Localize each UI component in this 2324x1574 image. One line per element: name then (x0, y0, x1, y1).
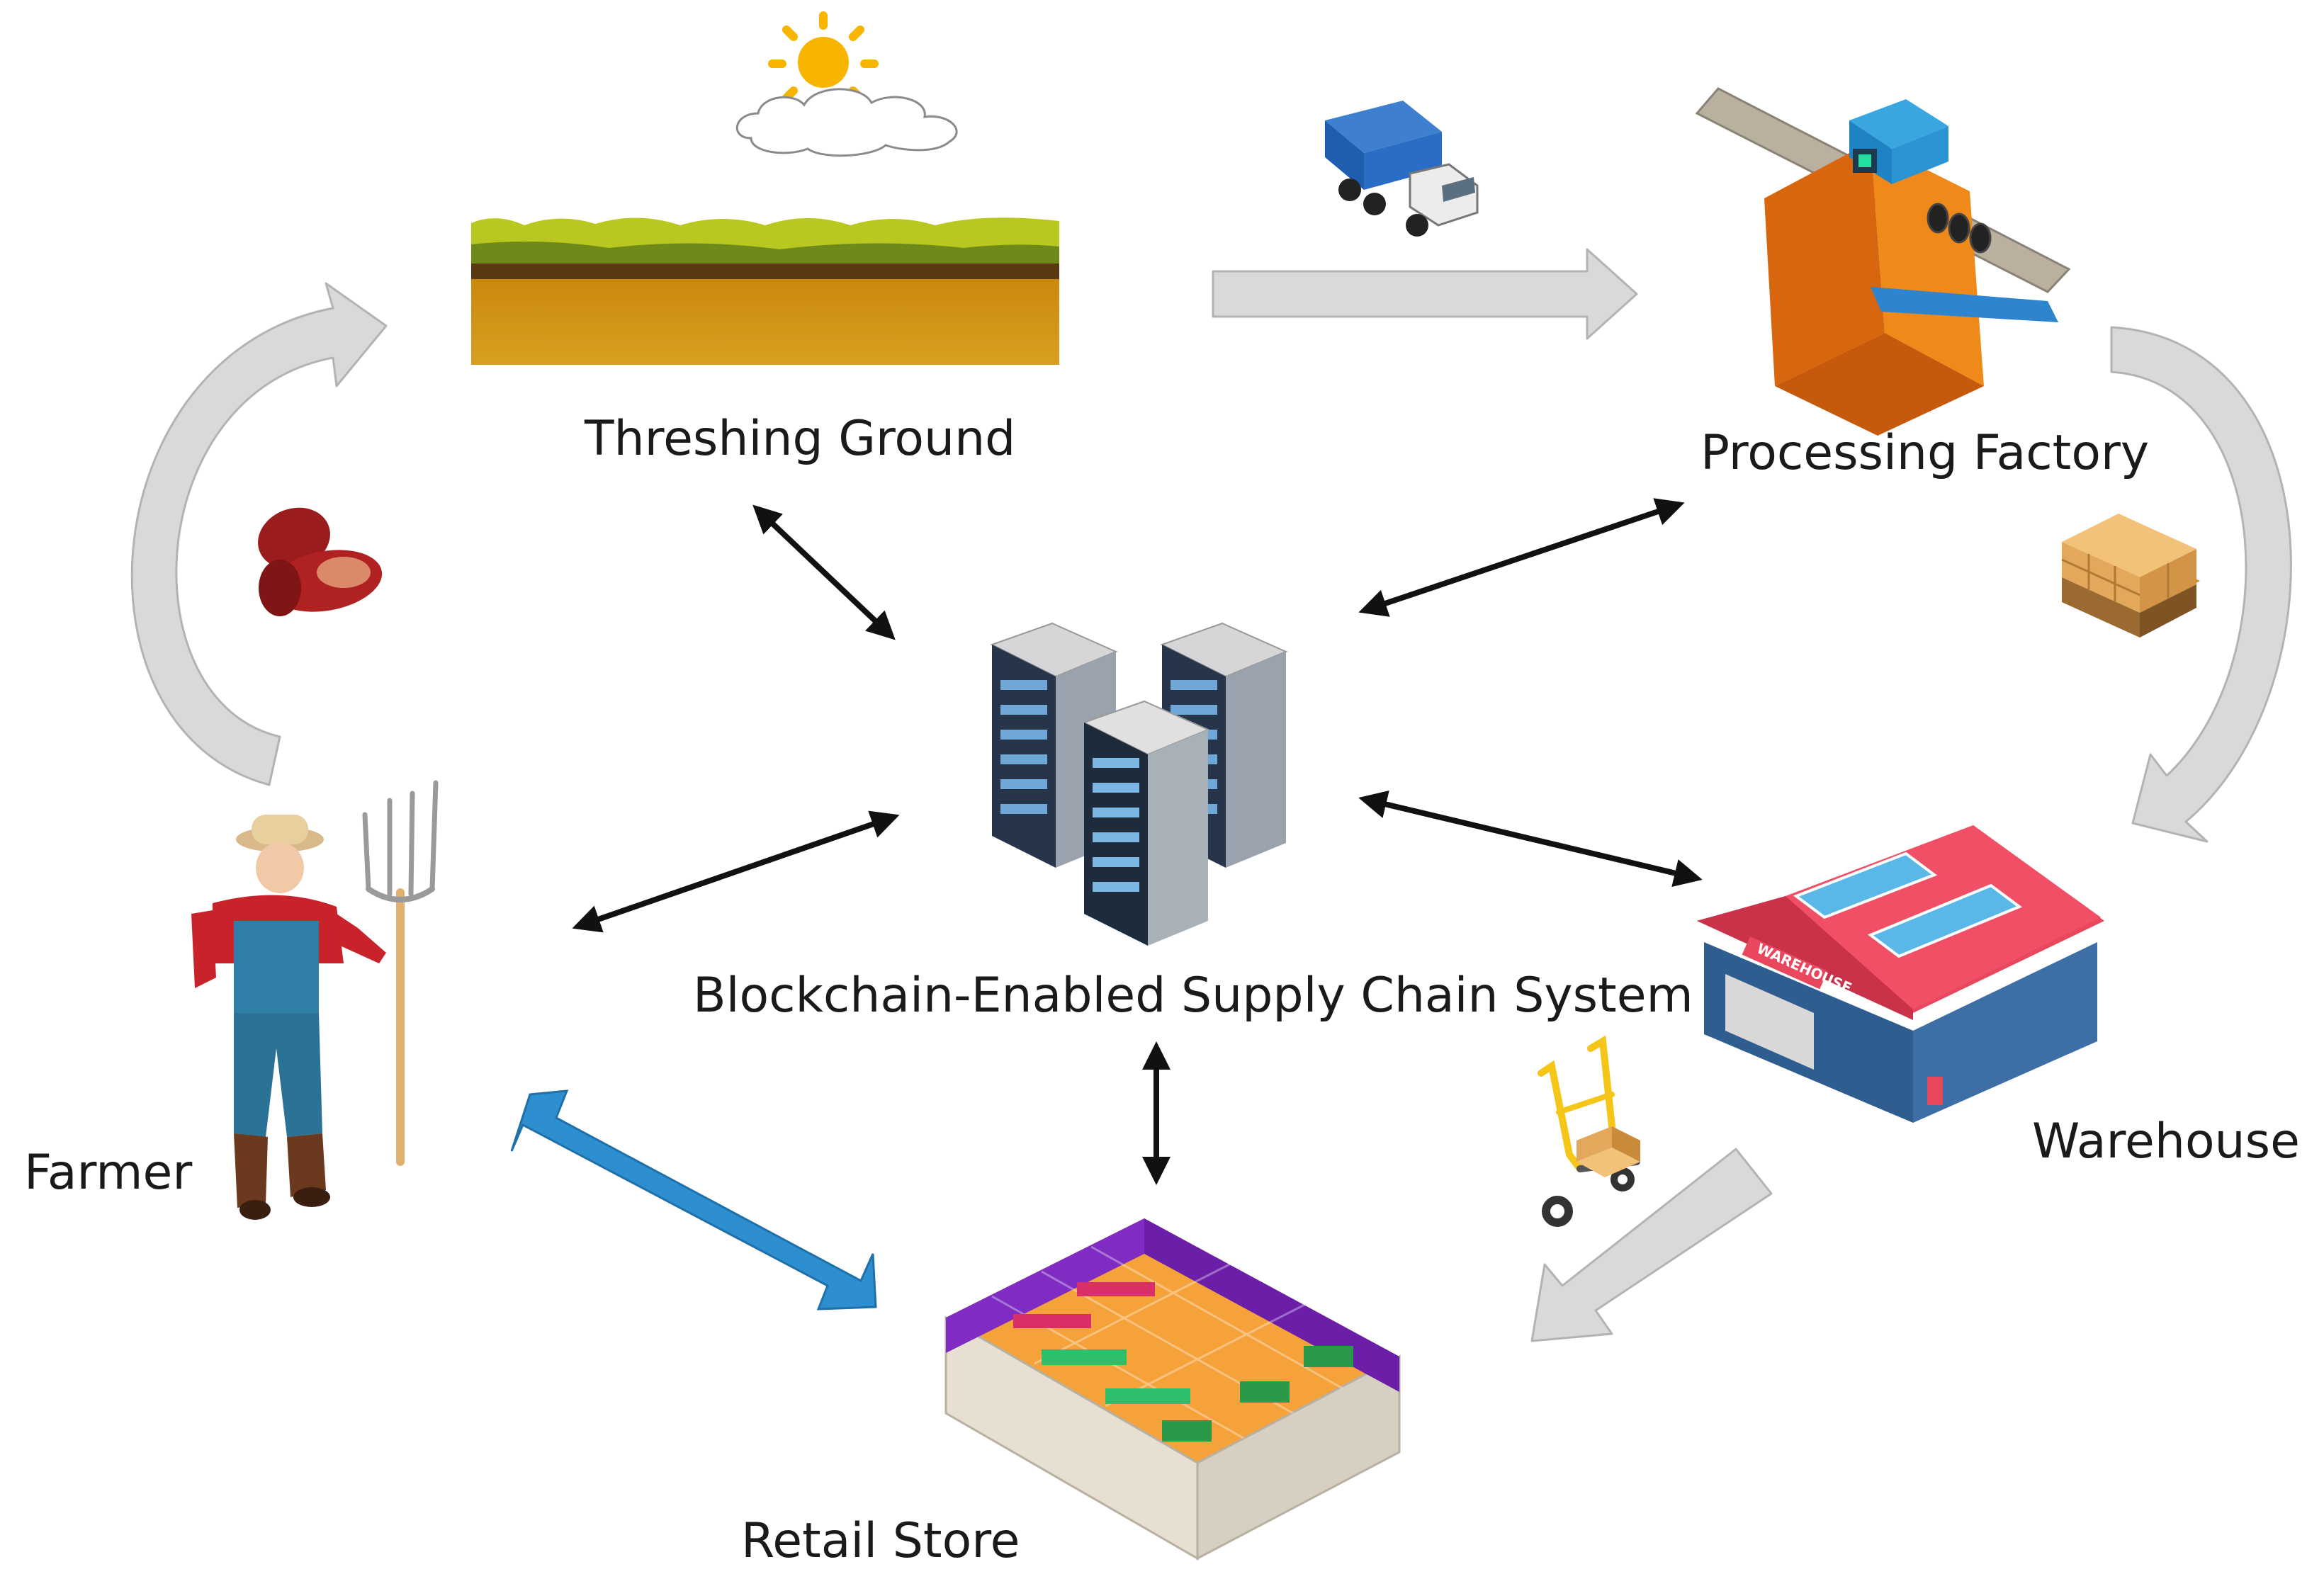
warehouse-icon: WAREHOUSE (1697, 825, 2104, 1123)
flow-arrow-farmer-to-threshing (130, 282, 388, 786)
factory-machine-icon (1695, 87, 2071, 436)
label-threshing-ground: Threshing Ground (585, 411, 1016, 467)
sun-icon (768, 11, 879, 102)
pitchfork-icon (362, 780, 439, 1166)
flow-arrow-threshing-to-factory (1212, 248, 1638, 340)
threshing-ground-icon (471, 217, 1059, 365)
flow-arrows (130, 248, 2292, 1342)
label-warehouse: Warehouse (2032, 1114, 2300, 1170)
hand-truck-icon (1538, 1035, 1640, 1227)
data-link-threshing (752, 504, 896, 640)
flow-arrow-factory-to-warehouse (2110, 326, 2292, 843)
flow-arrow-warehouse-to-retail (1530, 1148, 1773, 1342)
label-processing-factory: Processing Factory (1700, 425, 2150, 481)
jujube-icon (258, 507, 383, 616)
data-links (572, 498, 1703, 1185)
label-blockchain-system: Blockchain-Enabled Supply Chain System (693, 968, 1693, 1024)
boxes-pallet-icon (2061, 514, 2200, 638)
label-retail-store: Retail Store (741, 1513, 1020, 1569)
label-farmer: Farmer (24, 1145, 193, 1201)
data-link-factory (1358, 498, 1685, 617)
direct-arrow-farmer-retail (510, 1089, 877, 1310)
truck-icon (1325, 101, 1479, 237)
server-rack-icon (990, 622, 1288, 946)
farmer-icon (191, 815, 386, 1220)
server-tower-center (1082, 700, 1210, 946)
retail-store-icon (944, 1218, 1401, 1561)
data-link-warehouse (1358, 790, 1703, 888)
data-link-farmer (572, 810, 900, 933)
cloud-icon (735, 88, 958, 157)
